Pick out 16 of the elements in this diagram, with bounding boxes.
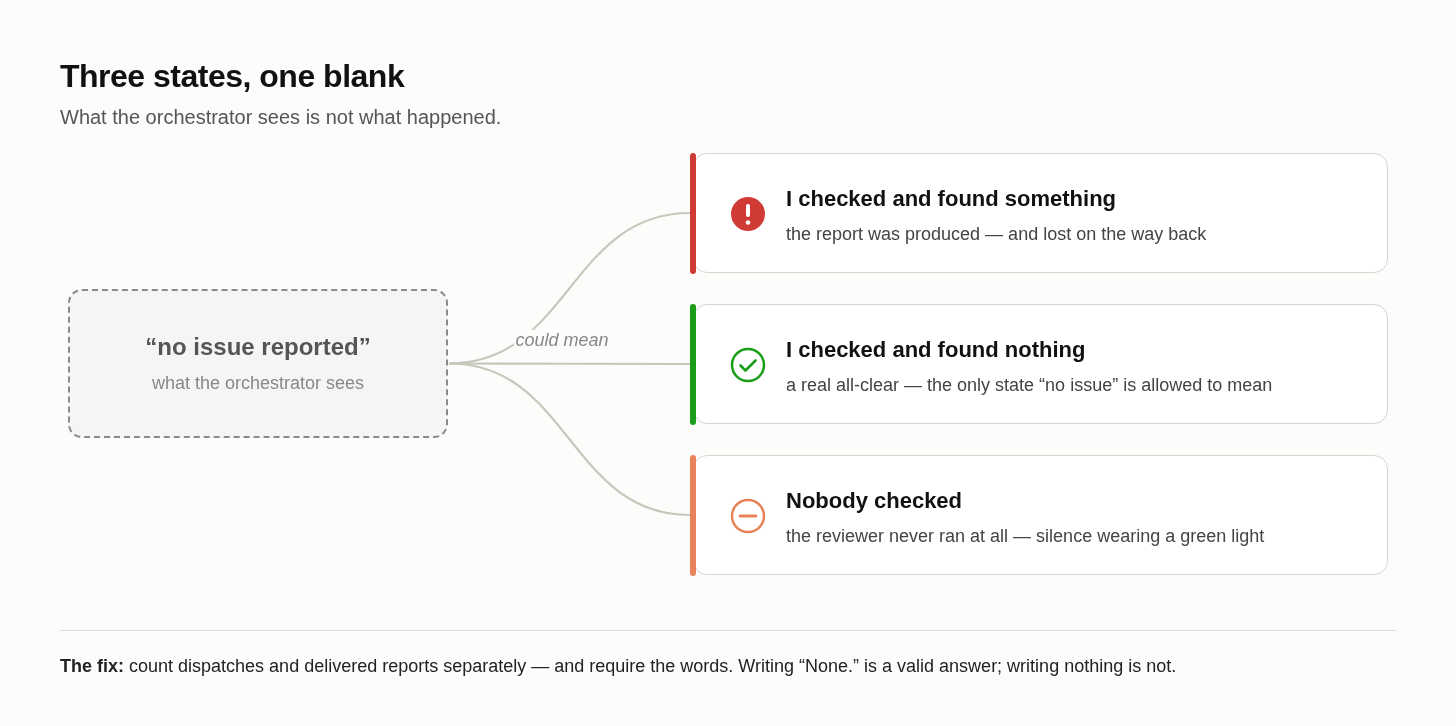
state-card — [693, 153, 1388, 273]
dashed-box — [68, 289, 448, 438]
description-text: a real all-clear — the only state “no issue” is allowed to mean — [786, 375, 1273, 396]
heading-text: Nobody checked — [786, 488, 963, 514]
description-text: what the orchestrator sees — [151, 373, 365, 394]
footer-note: The fix: count dispatches and delivered reports separately — and require the words. Writing “None.” is a valid answer; writing nothing is not. — [60, 656, 1177, 677]
description-text: the reviewer never ran at all — silence wearing a green light — [786, 526, 1265, 547]
heading-text: I checked and found nothing — [786, 337, 1086, 363]
state-card — [693, 455, 1388, 575]
diagram-title: Three states, one blank — [60, 58, 405, 95]
heading-text: I checked and found something — [786, 186, 1117, 212]
connector-line — [448, 362, 691, 517]
description-text: the report was produced — and lost on the way back — [786, 224, 1207, 245]
subtitle: What the orchestrator sees is not what happened. — [60, 106, 502, 129]
state-card — [693, 304, 1388, 424]
heading-text: “no issue reported” — [145, 333, 371, 361]
